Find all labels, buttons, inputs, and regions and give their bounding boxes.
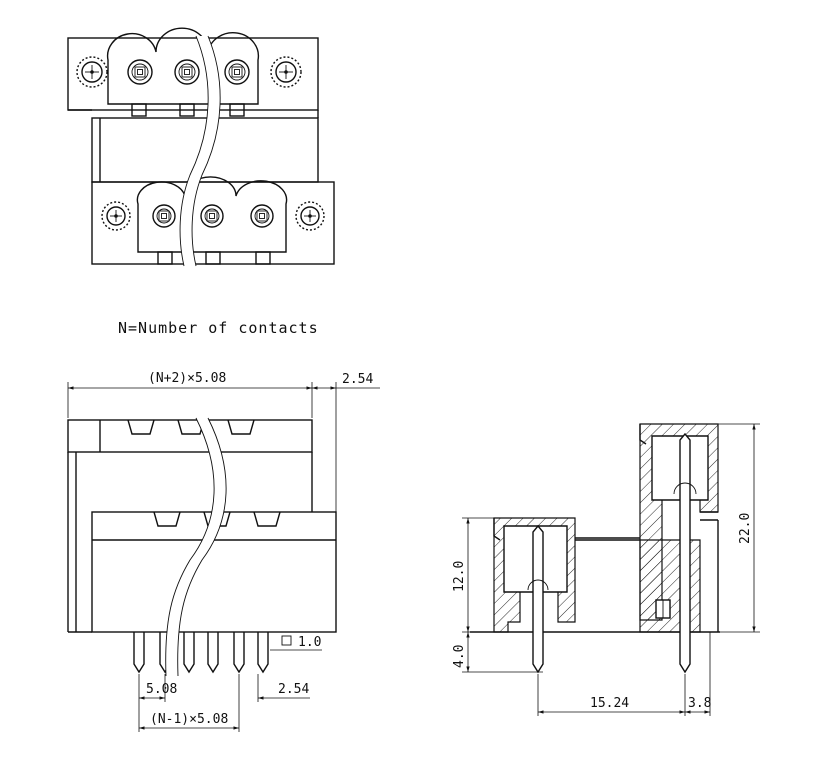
dim-overall-width: (N+2)×5.08 <box>148 371 226 386</box>
top-view-lower-header <box>91 176 335 265</box>
screw-terminal <box>152 204 176 228</box>
dim-height-body: 12.0 <box>452 561 467 592</box>
screw-terminal <box>224 59 250 85</box>
flange-screw-icon <box>270 56 302 88</box>
top-view-upper-plug <box>67 27 319 118</box>
flange-screw-icon <box>295 201 325 231</box>
screw-terminal <box>200 204 224 228</box>
front-view-pins <box>133 632 269 674</box>
dim-height-total: 22.0 <box>738 513 753 544</box>
dim-pitch: 5.08 <box>146 682 177 697</box>
top-view <box>67 27 335 267</box>
front-view: (N+2)×5.08 2.54 1.0 5.08 2.54 (N-1)×5.08 <box>67 371 380 732</box>
side-view: 12.0 4.0 22.0 15.24 3.8 <box>452 423 760 716</box>
dim-pin-square: 1.0 <box>298 635 321 650</box>
flange-screw-icon <box>101 201 131 231</box>
screw-terminal <box>174 59 200 85</box>
contacts-note: N=Number of contacts <box>118 319 319 337</box>
dim-offset: 2.54 <box>342 372 373 387</box>
dim-pin-offset: 3.8 <box>688 696 711 711</box>
dim-pin-spacing: 15.24 <box>590 696 629 711</box>
screw-terminal <box>127 59 153 85</box>
pin-square-symbol <box>281 635 292 646</box>
dim-pin-below: 4.0 <box>452 645 467 668</box>
screw-terminal <box>250 204 274 228</box>
dim-edge: 2.54 <box>278 682 309 697</box>
dim-span: (N-1)×5.08 <box>150 712 228 727</box>
flange-screw-icon <box>76 56 108 88</box>
